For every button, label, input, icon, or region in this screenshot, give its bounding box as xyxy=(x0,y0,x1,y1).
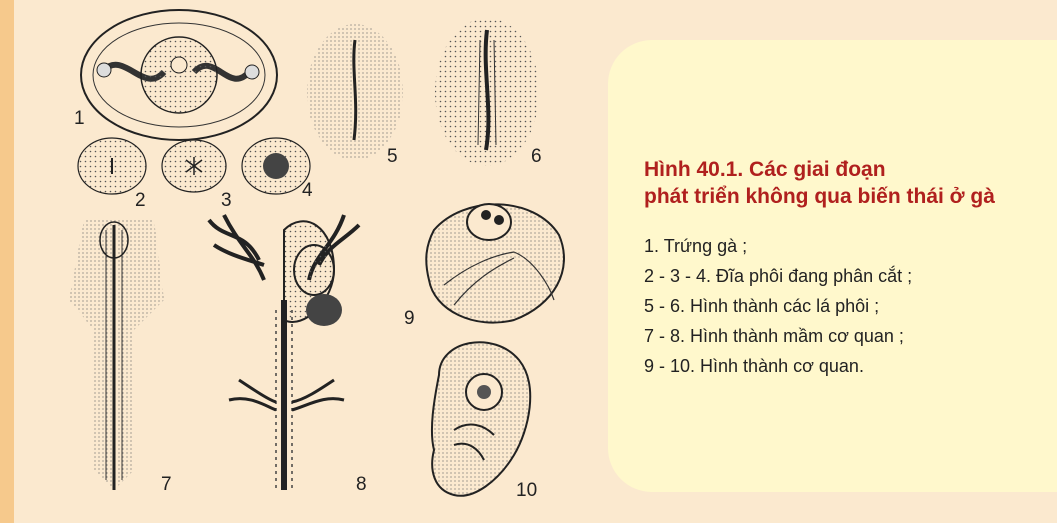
stage-7-embryo xyxy=(69,220,164,490)
left-accent-stripe xyxy=(0,0,14,523)
stage-8-embryo xyxy=(209,215,359,490)
stage-label-10: 10 xyxy=(516,480,537,502)
caption-item-5: 9 - 10. Hình thành cơ quan. xyxy=(644,351,1044,381)
stage-10-embryo xyxy=(432,342,530,496)
stage-4-disc xyxy=(242,138,310,194)
caption-item-2: 2 - 3 - 4. Đĩa phôi đang phân cắt ; xyxy=(644,261,1044,291)
stage-label-3: 3 xyxy=(221,190,232,212)
stage-label-8: 8 xyxy=(356,474,367,496)
caption-title-line-2: phát triển không qua biến thái ở gà xyxy=(644,183,1044,210)
caption-title: Hình 40.1. Các giai đoạn phát triển khôn… xyxy=(644,156,1044,210)
caption-item-3: 5 - 6. Hình thành các lá phôi ; xyxy=(644,291,1044,321)
stage-6-germ-layers xyxy=(435,18,539,166)
stage-label-6: 6 xyxy=(531,146,542,168)
stage-label-9: 9 xyxy=(404,308,415,330)
caption-title-line-1: Hình 40.1. Các giai đoạn xyxy=(644,156,1044,183)
stage-5-germ-layers xyxy=(307,24,403,160)
stage-label-4: 4 xyxy=(302,180,313,202)
caption-panel: Hình 40.1. Các giai đoạn phát triển khôn… xyxy=(608,40,1057,492)
stage-label-2: 2 xyxy=(135,190,146,212)
stage-3-disc xyxy=(162,140,226,192)
caption-item-4: 7 - 8. Hình thành mầm cơ quan ; xyxy=(644,321,1044,351)
stage-label-5: 5 xyxy=(387,146,398,168)
stage-label-7: 7 xyxy=(161,474,172,496)
embryo-figure: 1 2 3 4 5 6 7 8 9 10 xyxy=(14,0,604,523)
caption-list: 1. Trứng gà ; 2 - 3 - 4. Đĩa phôi đang p… xyxy=(644,231,1044,381)
stage-2-disc xyxy=(78,138,146,194)
caption-item-1: 1. Trứng gà ; xyxy=(644,231,1044,261)
embryo-illustration xyxy=(14,0,604,523)
stage-label-1: 1 xyxy=(74,108,85,130)
stage-1-egg xyxy=(81,10,277,140)
stage-9-embryo xyxy=(426,204,564,323)
